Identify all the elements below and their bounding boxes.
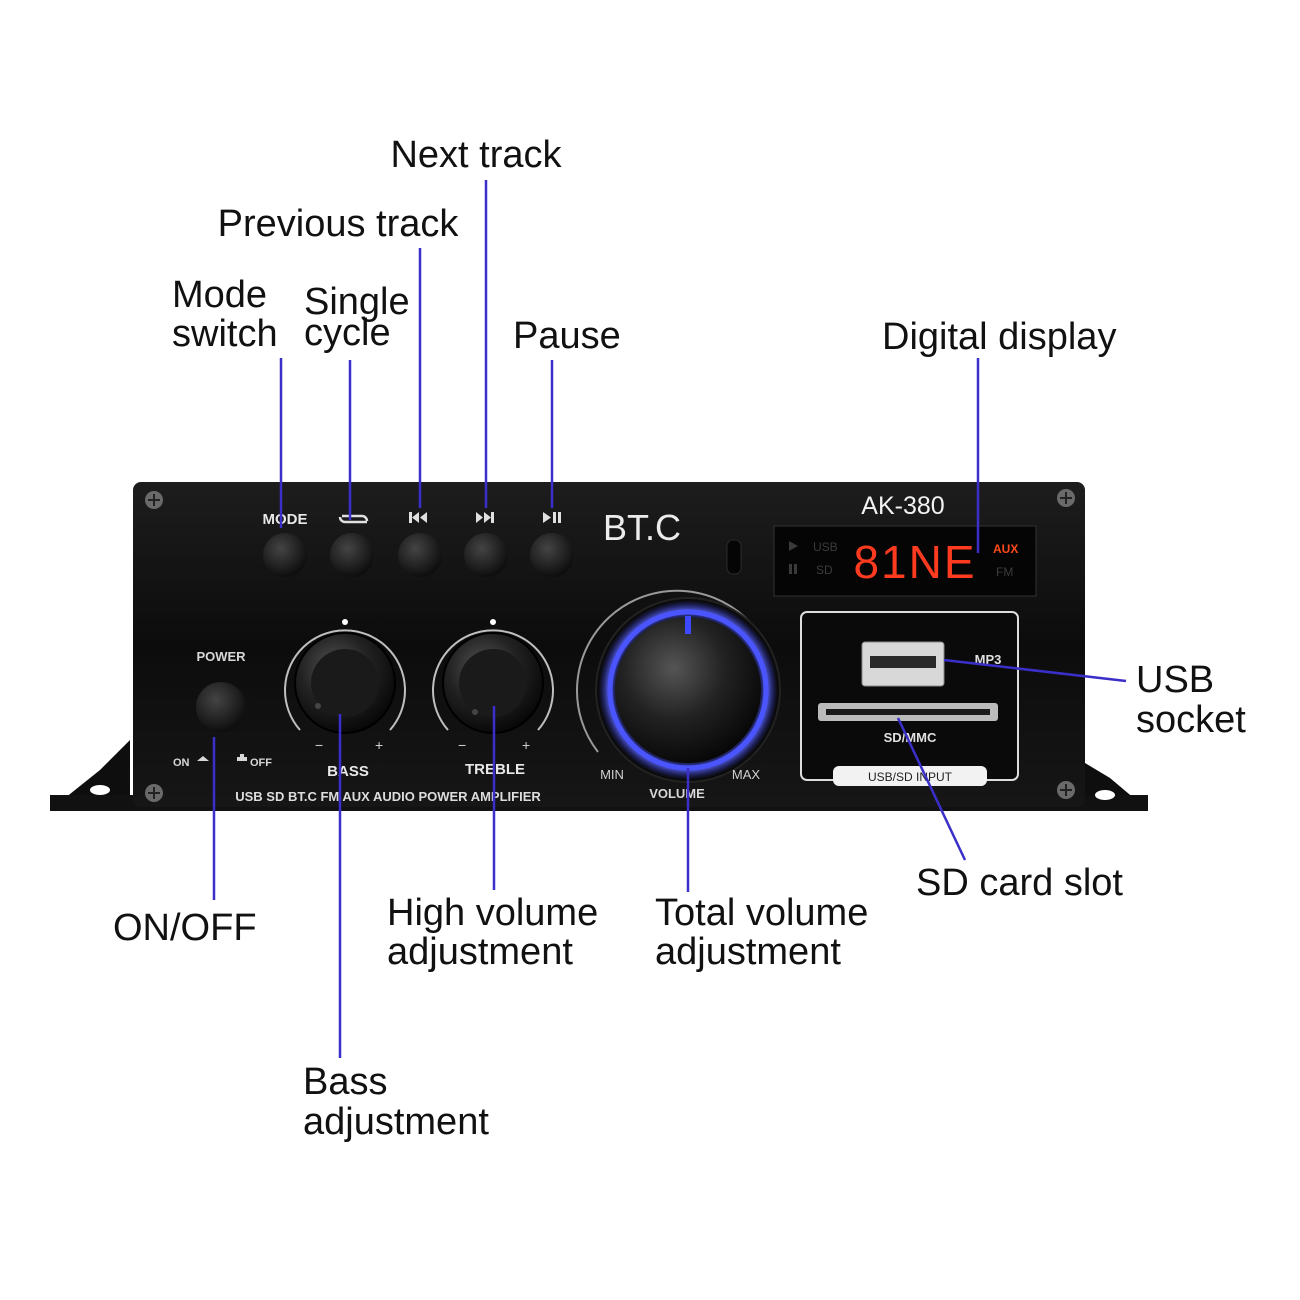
callout-usb-socket-line1: USB bbox=[1136, 659, 1214, 701]
display-play-icon bbox=[789, 541, 798, 551]
treble-minus: − bbox=[458, 737, 466, 753]
display-usb-indicator: USB bbox=[813, 540, 838, 554]
volume-knob[interactable] bbox=[615, 617, 761, 763]
callout-digital-display: Digital display bbox=[882, 316, 1116, 358]
repeat-icon bbox=[338, 514, 369, 524]
treble-knob-cap bbox=[459, 649, 527, 717]
treble-scale-arc bbox=[432, 629, 554, 731]
mode-button[interactable] bbox=[263, 533, 307, 577]
usb-socket-inner bbox=[870, 656, 936, 668]
callout-next-track: Next track bbox=[390, 134, 562, 176]
treble-knob-indicator bbox=[472, 709, 478, 715]
screw-icon bbox=[1057, 489, 1075, 507]
bass-knob-indicator bbox=[315, 703, 321, 709]
single-cycle-button[interactable] bbox=[330, 533, 374, 577]
usb-sd-input-label: USB/SD INPUT bbox=[868, 770, 953, 784]
power-off-icon bbox=[237, 754, 247, 761]
panel-bottom-text: USB SD BT.C FM AUX AUDIO POWER AMPLIFIER bbox=[235, 789, 541, 804]
callout-sd-card-slot: SD card slot bbox=[916, 862, 1123, 904]
bass-top-dot bbox=[342, 619, 348, 625]
bass-label: BASS bbox=[327, 763, 369, 780]
display-aux-indicator: AUX bbox=[993, 542, 1018, 556]
treble-plus: + bbox=[522, 737, 530, 753]
pointer-usb bbox=[943, 658, 1127, 683]
ir-sensor bbox=[726, 539, 742, 575]
bass-plus: + bbox=[375, 737, 383, 753]
pointer-lines bbox=[212, 180, 1127, 1058]
volume-label: VOLUME bbox=[649, 786, 705, 801]
brand-label: BT.C bbox=[603, 507, 681, 548]
bass-minus: − bbox=[315, 737, 323, 753]
off-label: OFF bbox=[250, 757, 272, 769]
callout-mode-switch-line2: switch bbox=[172, 313, 278, 355]
play-pause-icon bbox=[543, 512, 561, 523]
callout-usb-socket-line2: socket bbox=[1136, 699, 1246, 741]
screw-icon bbox=[145, 491, 163, 509]
flange-hole-right bbox=[1095, 790, 1115, 800]
volume-knob-indicator bbox=[685, 616, 691, 634]
left-flange bbox=[50, 740, 130, 810]
display-digits: 81NE bbox=[853, 536, 976, 588]
callout-single-cycle-line1: Single bbox=[304, 281, 410, 323]
sd-card-slot-inner bbox=[826, 709, 990, 715]
screw-icon bbox=[145, 784, 163, 802]
callout-bass-line1: Bass bbox=[303, 1061, 387, 1103]
input-panel bbox=[800, 611, 1019, 781]
bass-knob-cap bbox=[311, 649, 379, 717]
display-pause-icon bbox=[789, 564, 797, 574]
pointer-sd bbox=[896, 717, 967, 861]
display-sd-indicator: SD bbox=[816, 563, 833, 577]
callout-single-cycle-line2: cycle bbox=[304, 312, 391, 354]
on-label: ON bbox=[173, 757, 190, 769]
next-track-button[interactable] bbox=[464, 533, 508, 577]
bass-scale-arc bbox=[284, 629, 406, 731]
usb-sd-input-badge bbox=[833, 766, 987, 786]
callout-total-volume-line2: adjustment bbox=[655, 931, 841, 973]
sd-mmc-label: SD/MMC bbox=[884, 730, 937, 745]
power-button[interactable] bbox=[196, 682, 246, 732]
treble-top-dot bbox=[490, 619, 496, 625]
digital-display bbox=[773, 525, 1037, 597]
callout-high-volume-line1: High volume bbox=[387, 892, 598, 934]
callout-pause: Pause bbox=[513, 315, 621, 357]
screw-icon bbox=[1057, 781, 1075, 799]
power-label: POWER bbox=[196, 649, 246, 664]
previous-track-icon bbox=[409, 512, 427, 523]
previous-track-button[interactable] bbox=[398, 533, 442, 577]
mode-label: MODE bbox=[263, 511, 308, 528]
callout-on-off: ON/OFF bbox=[113, 907, 257, 949]
model-label: AK-380 bbox=[861, 492, 944, 520]
callout-total-volume-line1: Total volume bbox=[655, 892, 868, 934]
volume-min-label: MIN bbox=[600, 767, 624, 782]
callout-bass-line2: adjustment bbox=[303, 1101, 489, 1143]
display-fm-indicator: FM bbox=[996, 565, 1013, 579]
volume-max-label: MAX bbox=[732, 767, 761, 782]
next-track-icon bbox=[476, 512, 494, 523]
callout-mode-switch-line1: Mode bbox=[172, 274, 267, 316]
flange-hole-left bbox=[90, 785, 110, 795]
callout-previous-track: Previous track bbox=[218, 203, 460, 245]
callout-high-volume-line2: adjustment bbox=[387, 931, 573, 973]
power-on-icon bbox=[197, 756, 209, 761]
pause-button[interactable] bbox=[530, 533, 574, 577]
